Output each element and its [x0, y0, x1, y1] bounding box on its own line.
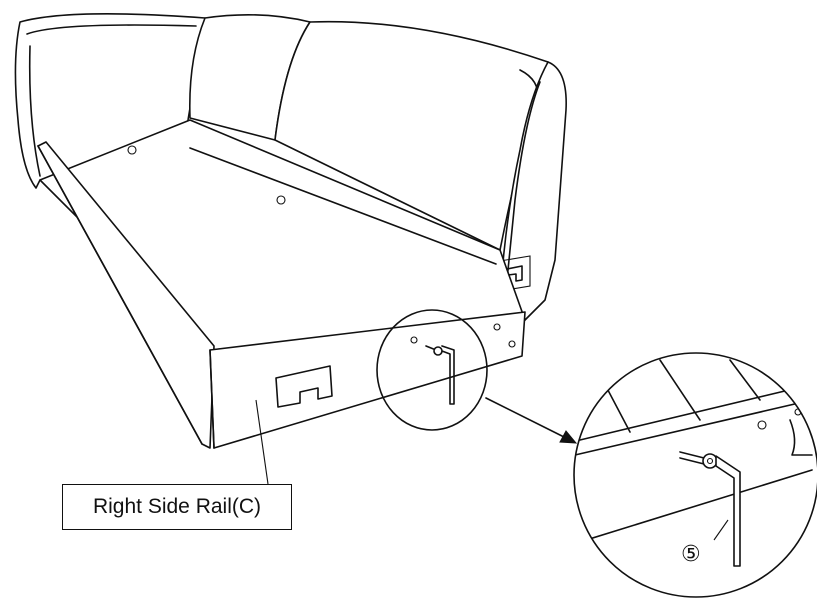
right-side-rail	[209, 311, 526, 449]
detail-highlight-circle	[376, 309, 488, 431]
right-arm-panel	[493, 61, 567, 321]
callout-leader	[255, 399, 269, 485]
detail-arrow	[485, 397, 578, 444]
bolt-and-hex-key	[425, 345, 455, 405]
part-number-label: ⑤	[681, 542, 701, 567]
right-side-rail-label: Right Side Rail(C)	[62, 484, 292, 530]
detail-view	[573, 352, 817, 598]
back-cushions	[188, 14, 549, 251]
